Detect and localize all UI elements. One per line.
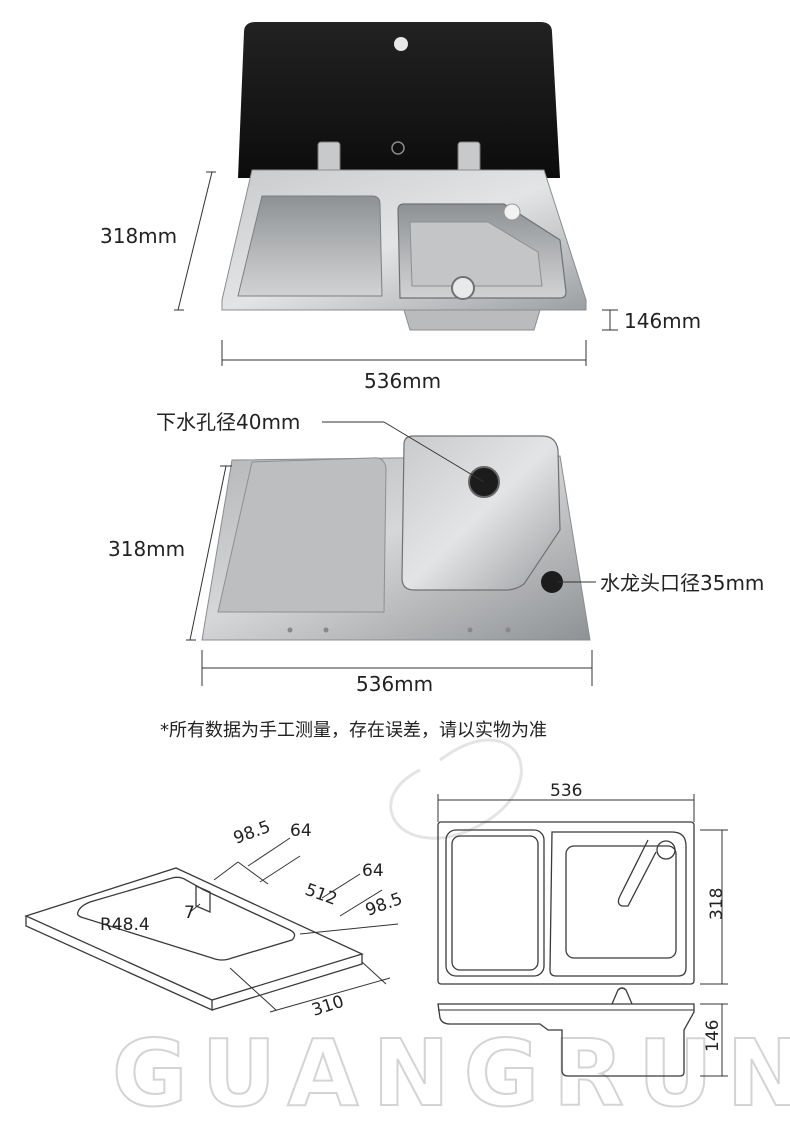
plan-faucet-icon (656, 840, 676, 860)
sink-photo-top (221, 22, 587, 331)
faucet-label: 水龙头口径35mm (600, 571, 764, 595)
watermark: GUANGRUN (111, 738, 790, 1128)
lid-logo-icon (391, 141, 405, 155)
height-label-top: 318mm (100, 224, 177, 248)
top-photo-dimensions: 318mm 146mm 536mm (100, 171, 701, 393)
depth-label-top: 146mm (624, 309, 701, 333)
sink-photo-bottom (201, 435, 591, 641)
underside-drainboard (217, 457, 387, 613)
watermark-swirl (389, 738, 523, 840)
cutout-ledge (195, 885, 211, 913)
dim-64-b: 64 (362, 861, 384, 881)
dim-98-5-a: 98.5 (231, 817, 273, 849)
cutout-outline (76, 876, 296, 961)
dim-height: 318 (707, 888, 727, 920)
drain-label: 下水孔径40mm (156, 410, 300, 434)
plan-drainboard (445, 829, 545, 977)
dim-7: 7 (184, 903, 195, 923)
width-label-bottom: 536mm (356, 672, 433, 696)
width-label-top: 536mm (364, 369, 441, 393)
faucet-hole-icon (541, 571, 563, 593)
tech-drawing: 536 318 146 (437, 781, 728, 1077)
watermark-text: GUANGRUN (112, 1020, 790, 1127)
drainboard-left (237, 195, 383, 297)
bottom-photo-dimensions: 下水孔径40mm 318mm 水龙头口径35mm 536mm (108, 410, 764, 696)
dim-64-a: 64 (290, 821, 312, 841)
basin-underside (403, 309, 541, 331)
dim-width: 536 (550, 781, 582, 801)
side-faucet-icon (611, 987, 633, 1005)
dim-310: 310 (309, 992, 346, 1021)
cutout-drawing: 98.5 64 64 512 98.5 7 R48.4 310 (24, 817, 405, 1021)
dim-98-5-b: 98.5 (363, 889, 405, 921)
mount-clips (287, 627, 511, 633)
plan-faucet-spout (617, 839, 657, 907)
plan-basin (549, 831, 687, 977)
underside-basin (401, 435, 561, 591)
dim-radius: R48.4 (100, 915, 150, 935)
plan-frame (437, 821, 695, 985)
dim-512: 512 (302, 880, 339, 910)
height-label-bottom: 318mm (108, 537, 185, 561)
side-profile (437, 1003, 695, 1077)
basin-inner (409, 221, 543, 287)
dim-depth: 146 (703, 1020, 723, 1052)
faucet-hole-top (503, 203, 521, 221)
lid-hole (394, 37, 408, 51)
drain-icon (451, 276, 475, 300)
measurement-note: *所有数据为手工测量，存在误差，请以实物为准 (160, 720, 547, 741)
glass-lid (238, 22, 560, 178)
countertop-edge (25, 916, 213, 1012)
